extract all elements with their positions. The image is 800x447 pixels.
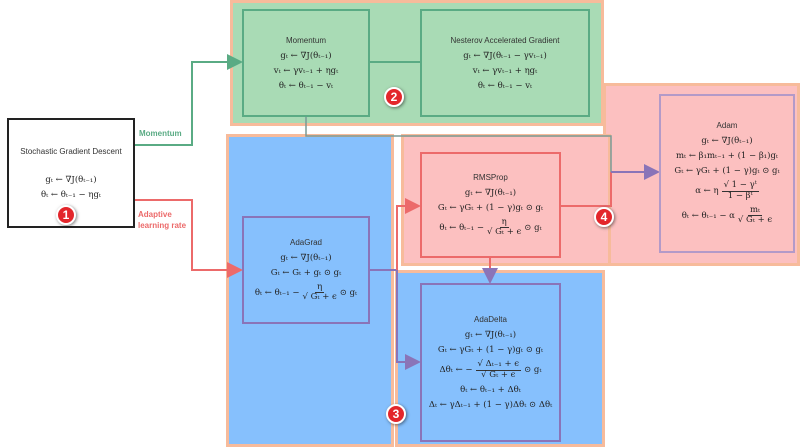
rmsprop-box: RMSProp gₜ ← ∇J(θₜ₋₁) Gₜ ← γGₜ + (1 − γ)gₜ… [420, 152, 561, 258]
sgd-to-adagrad-arrow [134, 199, 243, 278]
adagrad-box: AdaGrad gₜ ← ∇J(θₜ₋₁) Gₜ ← Gₜ + gₜ ⊙ gₜ θₜ … [242, 216, 370, 324]
adam-box: Adam gₜ ← ∇J(θₜ₋₁) mₜ ← β₁mₜ₋₁ + (1 − β₁)g… [659, 94, 795, 253]
fraction-numerator: η [315, 281, 325, 293]
fraction-denominator: √ Gₜ + ϵ [737, 215, 773, 226]
fraction-denominator: √ Gₜ + ϵ [302, 292, 337, 302]
formula-line: θₜ ← θₜ₋₁ −η√ Gₜ + ϵ⊙ gₜ [439, 216, 542, 238]
sgd-to-momentum-arrow [134, 54, 243, 146]
formula-line: θₜ ← θₜ₋₁ − vₜ [278, 80, 334, 91]
fraction-numerator: √ 1 − γᵗ [721, 180, 759, 192]
adagrad-to-rmsprop-arrow [396, 198, 421, 270]
formula-line: vₜ ← γvₜ₋₁ + ηgₜ [273, 65, 339, 76]
formula-lhs: θₜ ← θₜ₋₁ − [439, 222, 484, 233]
formula-line: gₜ ← ∇J(θₜ₋₁) [464, 187, 517, 198]
box-title: Adam [716, 121, 738, 131]
formula-line: Gₜ ← γGₜ + (1 − γ)gₜ ⊙ gₜ [674, 166, 780, 177]
fraction-denominator: √ Gₜ + ϵ [487, 227, 522, 237]
formula-line: gₜ ← ∇J(θₜ₋₁) [45, 174, 97, 185]
box-title: Stochastic Gradient Descent [20, 146, 122, 156]
momentum-box: Momentum gₜ ← ∇J(θₜ₋₁) vₜ ← γvₜ₋₁ + ηgₜ θₜ … [242, 9, 370, 117]
formula-line: θₜ ← θₜ₋₁ − ηgₜ [40, 189, 101, 200]
fraction-denominator: 1 − βᵗ [727, 190, 753, 201]
formula-line: Gₜ ← γGₜ + (1 − γ)gₜ ⊙ gₜ [437, 345, 544, 356]
formula-line: mₜ ← β₁mₜ₋₁ + (1 − β₁)gₜ [675, 151, 778, 162]
fraction: mₜ√ Gₜ + ϵ [737, 205, 773, 226]
adaptive-edge-label: Adaptive learning rate [138, 210, 187, 230]
formula-lhs: θₜ ← θₜ₋₁ − α [681, 210, 735, 221]
box-title: AdaDelta [474, 315, 507, 325]
adam-group-region [603, 83, 800, 266]
formula-line: Δθₜ ← −√ Δₜ₋₁ + ϵ√ Gₜ + ϵ⊙ gₜ [439, 359, 542, 380]
badge-1: 1 [56, 205, 76, 225]
formula-lhs: θₜ ← θₜ₋₁ − [254, 287, 300, 298]
formula-line: gₜ ← ∇J(θₜ₋₁) [280, 252, 332, 263]
fraction-numerator: η [499, 216, 509, 228]
formula-line: vₜ ← γvₜ₋₁ + ηgₜ [472, 65, 538, 76]
formula-line: gₜ ← ∇J(θₜ₋₁) [701, 136, 753, 147]
formula-rhs: ⊙ gₜ [524, 222, 542, 233]
formula-lhs: Δθₜ ← − [439, 365, 473, 375]
formula-line: gₜ ← ∇J(θₜ₋₁) [464, 330, 517, 341]
formula-line: Δₜ ← γΔₜ₋₁ + (1 − γ)Δθₜ ⊙ Δθₜ [428, 399, 553, 410]
box-title: AdaGrad [289, 237, 323, 247]
badge-3: 3 [386, 404, 406, 424]
box-title: RMSProp [473, 172, 508, 182]
box-title: Momentum [285, 35, 326, 45]
box-title: Nesterov Accelerated Gradient [450, 35, 560, 45]
formula-line: gₜ ← ∇J(θₜ₋₁ − γvₜ₋₁) [463, 50, 547, 61]
formula-line: Gₜ ← Gₜ + gₜ ⊙ gₜ [270, 267, 342, 278]
rmsprop-to-adam-line [560, 172, 612, 207]
formula-line: θₜ ← θₜ₋₁ − vₜ [477, 80, 533, 91]
adadelta-box: AdaDelta gₜ ← ∇J(θₜ₋₁) Gₜ ← γGₜ + (1 − γ)g… [420, 283, 561, 442]
formula-line: θₜ ← θₜ₋₁ + Δθₜ [460, 384, 521, 395]
rmsprop-group-region [401, 134, 611, 266]
fraction-numerator: mₜ [747, 205, 763, 217]
formula-line: gₜ ← ∇J(θₜ₋₁) [280, 50, 332, 61]
momentum-edge-label: Momentum [139, 129, 182, 138]
formula-rhs: ⊙ gₜ [524, 365, 542, 375]
fraction-numerator: √ Δₜ₋₁ + ϵ [475, 359, 522, 371]
badge-2: 2 [384, 87, 404, 107]
badge-4: 4 [594, 207, 614, 227]
nag-box: Nesterov Accelerated Gradient gₜ ← ∇J(θₜ₋… [420, 9, 590, 117]
formula-line: θₜ ← θₜ₋₁ −η√ Gₜ + ϵ⊙ gₜ [254, 281, 358, 303]
fraction: η√ Gₜ + ϵ [487, 216, 522, 238]
adagrad-to-adadelta-arrow [370, 269, 421, 370]
fraction-denominator: √ Gₜ + ϵ [481, 369, 516, 380]
fraction: √ Δₜ₋₁ + ϵ√ Gₜ + ϵ [475, 359, 522, 380]
formula-rhs: ⊙ gₜ [339, 287, 358, 298]
formula-lhs: α ← η [695, 186, 719, 197]
adagrad-group-region [226, 134, 394, 447]
formula-line: Gₜ ← γGₜ + (1 − γ)gₜ ⊙ gₜ [437, 202, 544, 213]
fraction: η√ Gₜ + ϵ [302, 281, 337, 303]
